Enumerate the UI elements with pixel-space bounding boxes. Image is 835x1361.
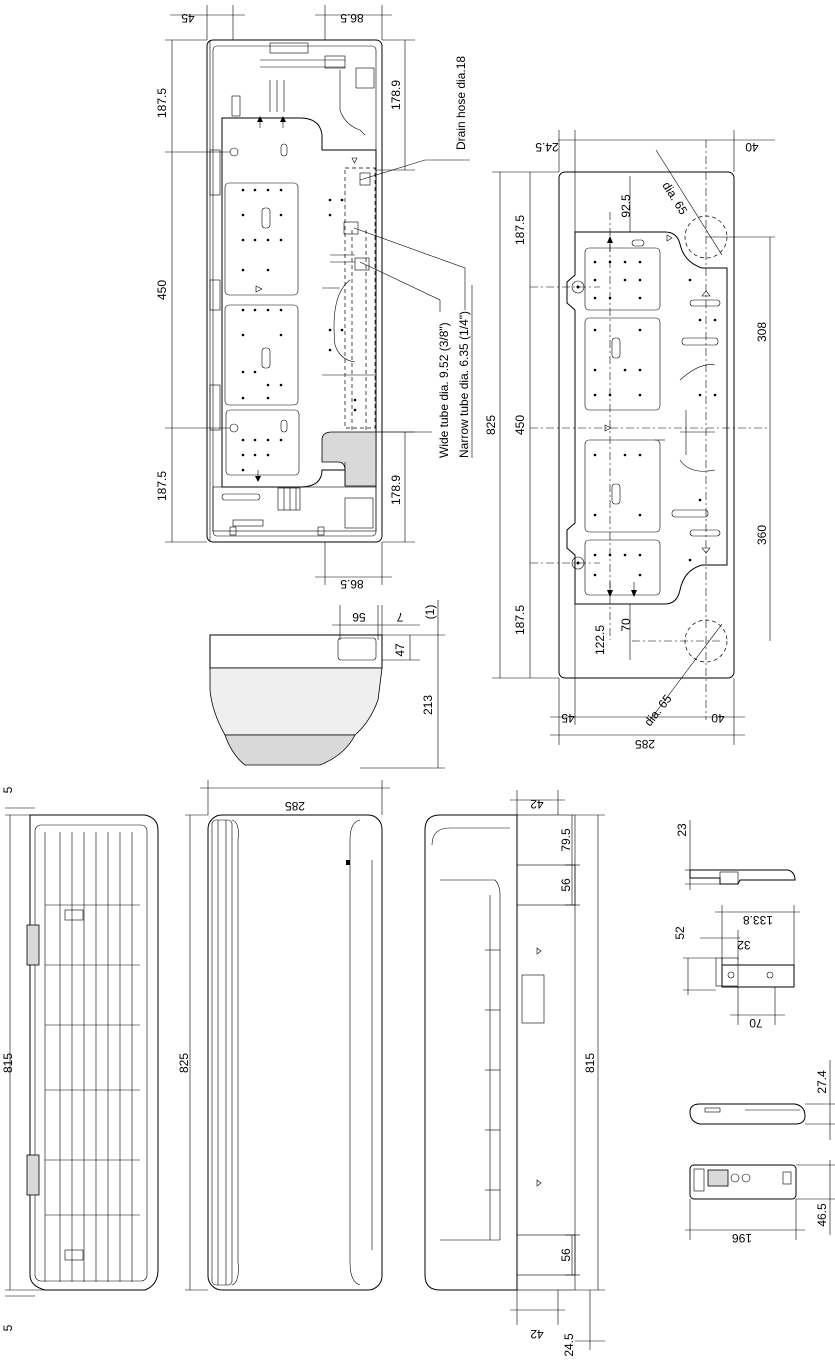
dim-right-815: 815 [583, 1053, 597, 1073]
rear-view [165, 5, 470, 585]
dim-rear-450: 450 [155, 280, 169, 300]
dim-acc-32: 32 [737, 938, 751, 952]
dim-side-47: 47 [393, 643, 407, 657]
dim-rear-bot-865: 86.5 [340, 577, 364, 591]
dim-plate-245: 24.5 [535, 140, 559, 154]
dim-right-42-top: 42 [530, 797, 544, 811]
dim-mid-825: 825 [177, 1053, 191, 1073]
dim-plate-1875-bot: 187.5 [513, 605, 527, 635]
remote-control [685, 1060, 835, 1240]
front-view-grille [5, 807, 159, 1297]
dim-plate-1225: 122.5 [593, 625, 607, 655]
dim-rear-1875-top: 187.5 [155, 88, 169, 118]
dim-plate-285: 285 [635, 737, 655, 751]
dim-plate-360: 360 [755, 525, 769, 545]
dim-rem-196: 196 [732, 1231, 752, 1245]
dim-right-56-bot: 56 [559, 1248, 573, 1262]
dim-right-795: 79.5 [559, 828, 573, 852]
front-view-side [424, 790, 605, 1350]
dim-plate-925: 92.5 [619, 194, 633, 218]
mounting-plate-view [492, 130, 775, 745]
dim-right-245: 24.5 [562, 1333, 576, 1357]
dim-acc-1338: 133.8 [743, 913, 773, 927]
accessory-holder [683, 820, 800, 1025]
dim-plate-70: 70 [619, 618, 633, 632]
arrow-up-icon [257, 116, 286, 128]
label-dia65-top: dia. 65 [659, 179, 690, 217]
dim-rear-top-45: 45 [181, 11, 195, 25]
dim-front-5-bot: 5 [1, 1324, 15, 1331]
dim-front-815: 815 [1, 1053, 15, 1073]
dim-plate-1875-top: 187.5 [513, 215, 527, 245]
dim-rear-1789-top: 178.9 [389, 80, 403, 110]
dim-rem-465: 46.5 [815, 1203, 829, 1227]
label-narrow-tube: Narrow tube dia. 6.35 (1/4") [457, 311, 471, 458]
dim-side-213: 213 [421, 695, 435, 715]
label-dia65-bot: dia. 65 [641, 692, 674, 729]
label-wide-tube: Wide tube dia. 9.52 (3/8") [437, 322, 451, 458]
dim-plate-40-bot: 40 [711, 711, 725, 725]
dim-side-56: 56 [352, 610, 366, 624]
side-view [209, 600, 445, 769]
dim-plate-45-bot: 45 [561, 711, 575, 725]
dim-acc-23: 23 [675, 823, 689, 837]
dim-acc-52: 52 [673, 926, 687, 940]
label-drain-hose: Drain hose dia.18 [454, 56, 468, 150]
arrow-down-icon [255, 470, 261, 482]
dim-side-7: 7 [396, 610, 403, 624]
dim-mid-285: 285 [285, 799, 305, 813]
label-note-1: (1) [423, 605, 437, 620]
dim-plate-825: 825 [484, 415, 498, 435]
dim-front-5-top: 5 [1, 786, 15, 793]
dim-rear-1875-bot: 187.5 [155, 471, 169, 501]
triangle-marker-icon [255, 157, 358, 293]
dim-plate-308: 308 [755, 322, 769, 342]
dim-right-42-bot: 42 [530, 1327, 544, 1341]
dim-plate-40-top: 40 [745, 140, 759, 154]
dim-rem-274: 27.4 [815, 1070, 829, 1094]
front-view-body [185, 780, 390, 1291]
dim-plate-450: 450 [513, 415, 527, 435]
dim-rear-top-865: 86.5 [340, 11, 364, 25]
dim-right-56-top: 56 [559, 878, 573, 892]
dim-acc-70: 70 [749, 1016, 763, 1030]
dim-rear-1789-bot: 178.9 [389, 475, 403, 505]
